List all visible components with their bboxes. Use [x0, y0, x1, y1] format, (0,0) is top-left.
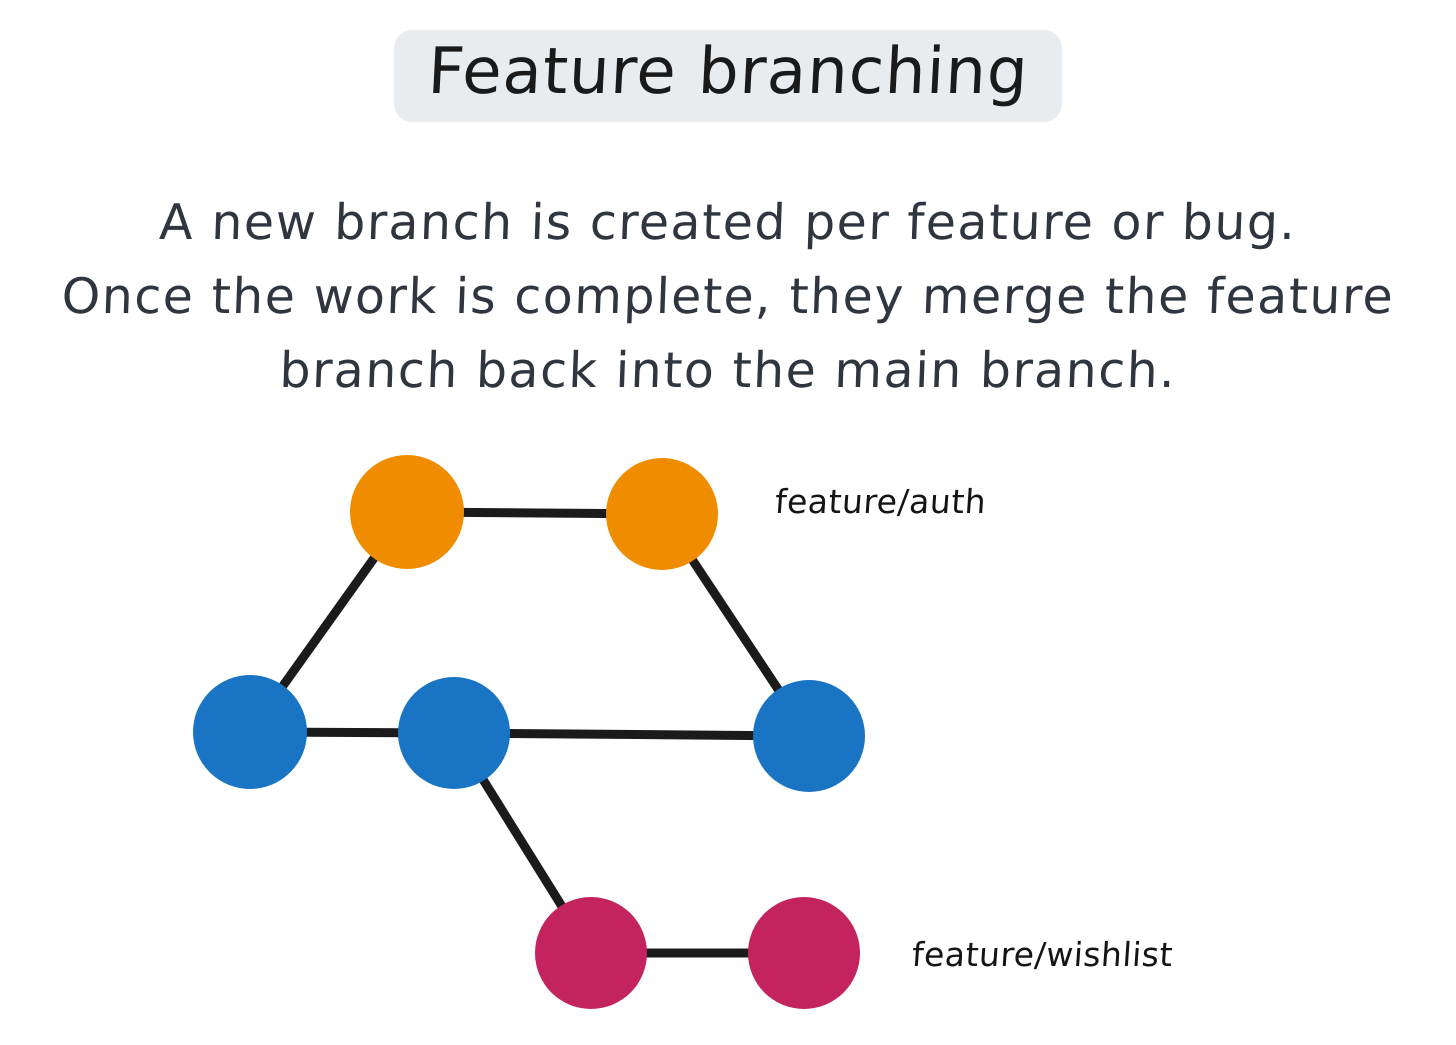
branch-label-feature-auth: feature/auth [773, 482, 988, 521]
graph-edge [449, 728, 814, 741]
commit-node-auth-1[interactable] [350, 455, 464, 569]
commit-node-main-3[interactable] [753, 680, 865, 792]
branch-label-feature-wishlist: feature/wishlist [910, 935, 1175, 974]
commit-node-main-2[interactable] [398, 677, 510, 789]
commit-node-wishlist-2[interactable] [748, 897, 860, 1009]
edge-layer [245, 507, 814, 958]
commit-node-auth-2[interactable] [606, 458, 718, 570]
commit-node-main-1[interactable] [193, 675, 307, 789]
commit-node-wishlist-1[interactable] [535, 897, 647, 1009]
node-layer [193, 455, 865, 1009]
